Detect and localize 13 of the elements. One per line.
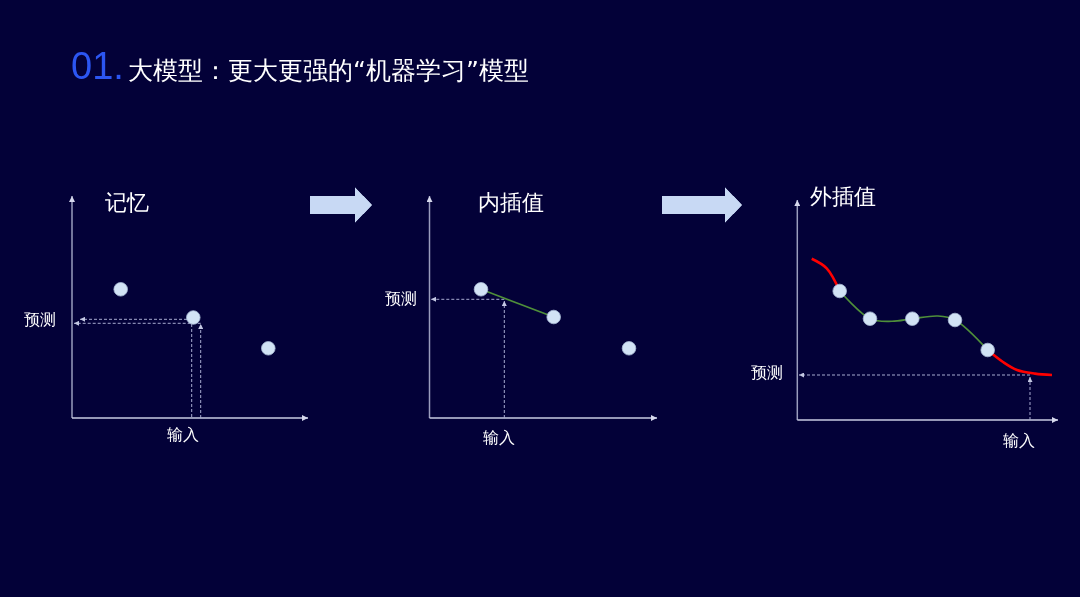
- block-arrow: [310, 187, 372, 223]
- axis-label: 预测: [385, 290, 417, 309]
- axis-label: 预测: [751, 364, 783, 383]
- axis-label: 输入: [1003, 432, 1035, 451]
- panel-title: 外插值: [810, 184, 876, 210]
- block-arrow: [662, 187, 742, 223]
- panel-title: 记忆: [105, 190, 149, 216]
- axis-label: 输入: [167, 426, 199, 445]
- panel-title: 内插值: [478, 190, 544, 216]
- axis-label: 输入: [483, 429, 515, 448]
- slide-title: 大模型：更大更强的“机器学习”模型: [128, 57, 529, 86]
- section-number: 01.: [71, 45, 124, 89]
- axis-label: 预测: [24, 311, 56, 330]
